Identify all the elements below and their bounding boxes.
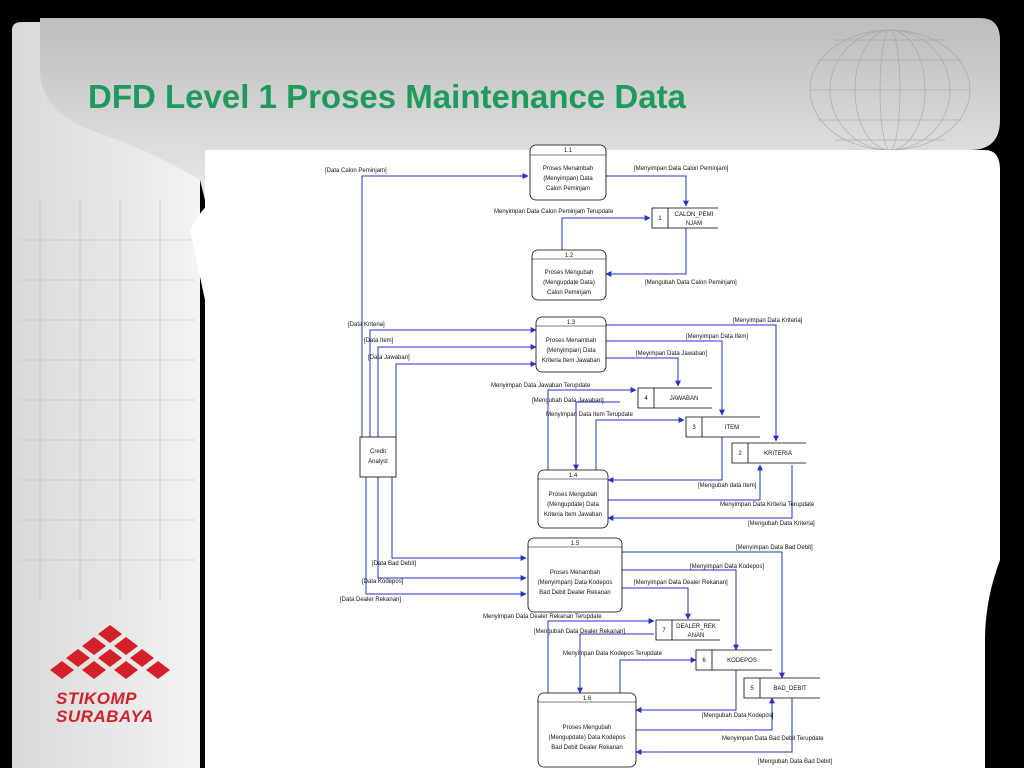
label-data-kriteria: [Data Kriteria] bbox=[348, 322, 385, 328]
label-menyimpan-dealer: [Menyimpan Data Dealer Rekanan] bbox=[634, 580, 728, 586]
label-menyimpan-item: [Menyimpan Data Item] bbox=[686, 334, 748, 340]
logo-text-line1: STIKOMP bbox=[56, 689, 137, 708]
label-mengubah-kriteria: [Mengubah Data Kriteria] bbox=[748, 521, 815, 527]
process-1-6: 1.6 Proses Mengubah (Mengupdate) Data Ko… bbox=[537, 692, 637, 768]
process-1-2-line1: Proses Mengubah bbox=[545, 270, 594, 276]
store-1-line1: CALON_PEMI bbox=[675, 212, 714, 218]
process-1-6-line3: Bad Debit Dealer Rekanan bbox=[551, 745, 622, 751]
slide-title: DFD Level 1 Proses Maintenance Data bbox=[88, 78, 686, 115]
entity-line2: Analyst bbox=[368, 459, 388, 465]
label-kriteria-terupdate: Menyimpan Data Kriteria Terupdate bbox=[720, 502, 815, 508]
store-2-num: 2 bbox=[738, 451, 742, 457]
process-1-1-line2: (Menyimpan) Data bbox=[543, 176, 593, 182]
label-calon-terupdate: Menyimpan Data Calon Peminjam Terupdate bbox=[494, 209, 614, 215]
entity-line1: Credit bbox=[370, 449, 386, 455]
label-mengubah-jawaban: [Mengubah Data Jawaban] bbox=[532, 398, 604, 404]
label-menyimpan-jawaban: [Meyimpan Data Jawaban] bbox=[636, 351, 707, 357]
store-kriteria bbox=[731, 442, 806, 464]
process-1-1-line3: Calon Peminjam bbox=[546, 186, 590, 192]
store-6-num: 6 bbox=[702, 658, 706, 664]
process-1-3-line2: (Menyimpan) Data bbox=[546, 348, 596, 354]
label-data-baddebit: [Data Bad Debit] bbox=[372, 561, 416, 567]
process-1-4-id: 1.4 bbox=[569, 473, 578, 479]
label-data-dealer: [Data Dealer Rekanan] bbox=[340, 597, 401, 603]
process-1-5-id: 1.5 bbox=[571, 541, 580, 547]
store-6-line1: KODEPOS bbox=[727, 658, 757, 664]
label-mengubah-calon: [Mengubah Data Calon Peminjam] bbox=[645, 280, 737, 286]
flow-lines bbox=[361, 173, 793, 755]
store-5-line1: BAD_DEBIT bbox=[773, 686, 807, 692]
store-5-num: 5 bbox=[750, 686, 754, 692]
process-1-4: 1.4 Proses Mengubah (Mengupdate) Data Kr… bbox=[537, 469, 609, 529]
store-bad-debit bbox=[743, 677, 820, 699]
store-3-line1: ITEM bbox=[725, 425, 739, 431]
process-1-3-id: 1.3 bbox=[567, 320, 576, 326]
store-item bbox=[685, 416, 760, 438]
process-1-2-line2: (Mengupdate Data) bbox=[543, 280, 595, 286]
label-menyimpan-kriteria: [Menyimpan Data Kriteria] bbox=[733, 318, 803, 324]
process-1-6-line1: Proses Mengubah bbox=[563, 725, 612, 731]
process-1-4-line2: (Mengupdate) Data bbox=[547, 502, 599, 508]
entity-credit-analyst: Credit Analyst bbox=[359, 436, 397, 478]
process-1-3-line1: Proses Menambah bbox=[546, 338, 596, 344]
process-1-5-line1: Proses Menambah bbox=[550, 570, 600, 576]
process-1-2: 1.2 Proses Mengubah (Mengupdate Data) Ca… bbox=[531, 249, 607, 301]
label-jawaban-terupdate: Menyimpan Data Jawaban Terupdate bbox=[491, 383, 591, 389]
process-1-3-line3: Kriteria Item Jawaban bbox=[542, 358, 600, 364]
process-1-4-line3: Kriteria Item Jawaban bbox=[544, 512, 602, 518]
stikom-logo-icon bbox=[50, 625, 170, 679]
store-1-num: 1 bbox=[658, 216, 662, 222]
flow-labels: [Data Calon Peminjam] [Menyimpan Data Ca… bbox=[325, 166, 832, 765]
label-dealer-terupdate: Menyimpan Data Dealer Rekanan Terupdate bbox=[483, 614, 602, 620]
process-1-1-id: 1.1 bbox=[564, 148, 573, 154]
process-1-1: 1.1 Proses Menambah (Menyimpan) Data Cal… bbox=[529, 144, 607, 201]
label-mengubah-dealer: [Mengubah Data Dealer Rekanan] bbox=[534, 629, 625, 635]
label-data-item: [Data Item] bbox=[364, 338, 394, 344]
store-dealer-rekanan bbox=[655, 619, 720, 641]
store-calon-peminjam bbox=[651, 207, 718, 229]
store-7-line2: ANAN bbox=[688, 633, 705, 639]
label-menyimpan-kodepos: [Menyimpan Data Kodepos] bbox=[690, 564, 764, 570]
label-data-calon-peminjam: [Data Calon Peminjam] bbox=[325, 168, 387, 174]
process-1-5-line2: (Menyimpan) Data Kodepos bbox=[538, 580, 613, 586]
store-2-line1: KRITERIA bbox=[764, 451, 792, 457]
process-1-5-line3: Bad Debit Dealer Rekanan bbox=[539, 590, 610, 596]
store-7-num: 7 bbox=[662, 628, 666, 634]
store-4-num: 4 bbox=[644, 396, 648, 402]
label-item-terupdate: Menyimpan Data Item Terupdate bbox=[546, 412, 634, 418]
store-jawaban bbox=[637, 387, 712, 409]
label-data-kodepos: [Data Kodepos] bbox=[362, 579, 404, 585]
process-1-1-line1: Proses Menambah bbox=[543, 166, 593, 172]
label-mengubah-item: [Mengubah data Item] bbox=[698, 483, 757, 489]
store-3-num: 3 bbox=[692, 425, 696, 431]
store-4-line1: JAWABAN bbox=[670, 396, 699, 402]
process-1-6-id: 1.6 bbox=[583, 696, 592, 702]
process-1-3: 1.3 Proses Menambah (Menyimpan) Data Kri… bbox=[535, 316, 607, 373]
label-menyimpan-calon: [Menyimpan Data Calon Peminjam] bbox=[634, 166, 729, 172]
process-1-2-id: 1.2 bbox=[565, 253, 574, 259]
store-kodepos bbox=[695, 649, 772, 671]
process-1-4-line1: Proses Mengubah bbox=[549, 492, 598, 498]
label-data-jawaban: [Data Jawaban] bbox=[368, 355, 410, 361]
process-1-6-line2: (Mengupdate) Data Kodepos bbox=[548, 735, 625, 741]
store-7-line1: DEALER_REK bbox=[676, 624, 716, 630]
label-mengubah-kodepos: [Mengubah Data Kodepos] bbox=[702, 713, 774, 719]
label-baddebit-terupdate: Menyimpan Data Bad Debit Terupdate bbox=[722, 736, 824, 742]
label-mengubah-baddebit: [Mengubah Data Bad Debit] bbox=[758, 759, 832, 765]
process-1-5: 1.5 Proses Menambah (Menyimpan) Data Kod… bbox=[527, 537, 623, 613]
label-kodepos-terupdate: Menyimpan Data Kodepos Terupdate bbox=[563, 651, 663, 657]
logo-text-line2: SURABAYA bbox=[56, 707, 154, 726]
process-1-2-line3: Calon Peminjam bbox=[547, 290, 591, 296]
label-menyimpan-baddebit: [Menyimpan Data Bad Debit] bbox=[736, 545, 813, 551]
store-1-line2: NJAM bbox=[686, 221, 702, 227]
